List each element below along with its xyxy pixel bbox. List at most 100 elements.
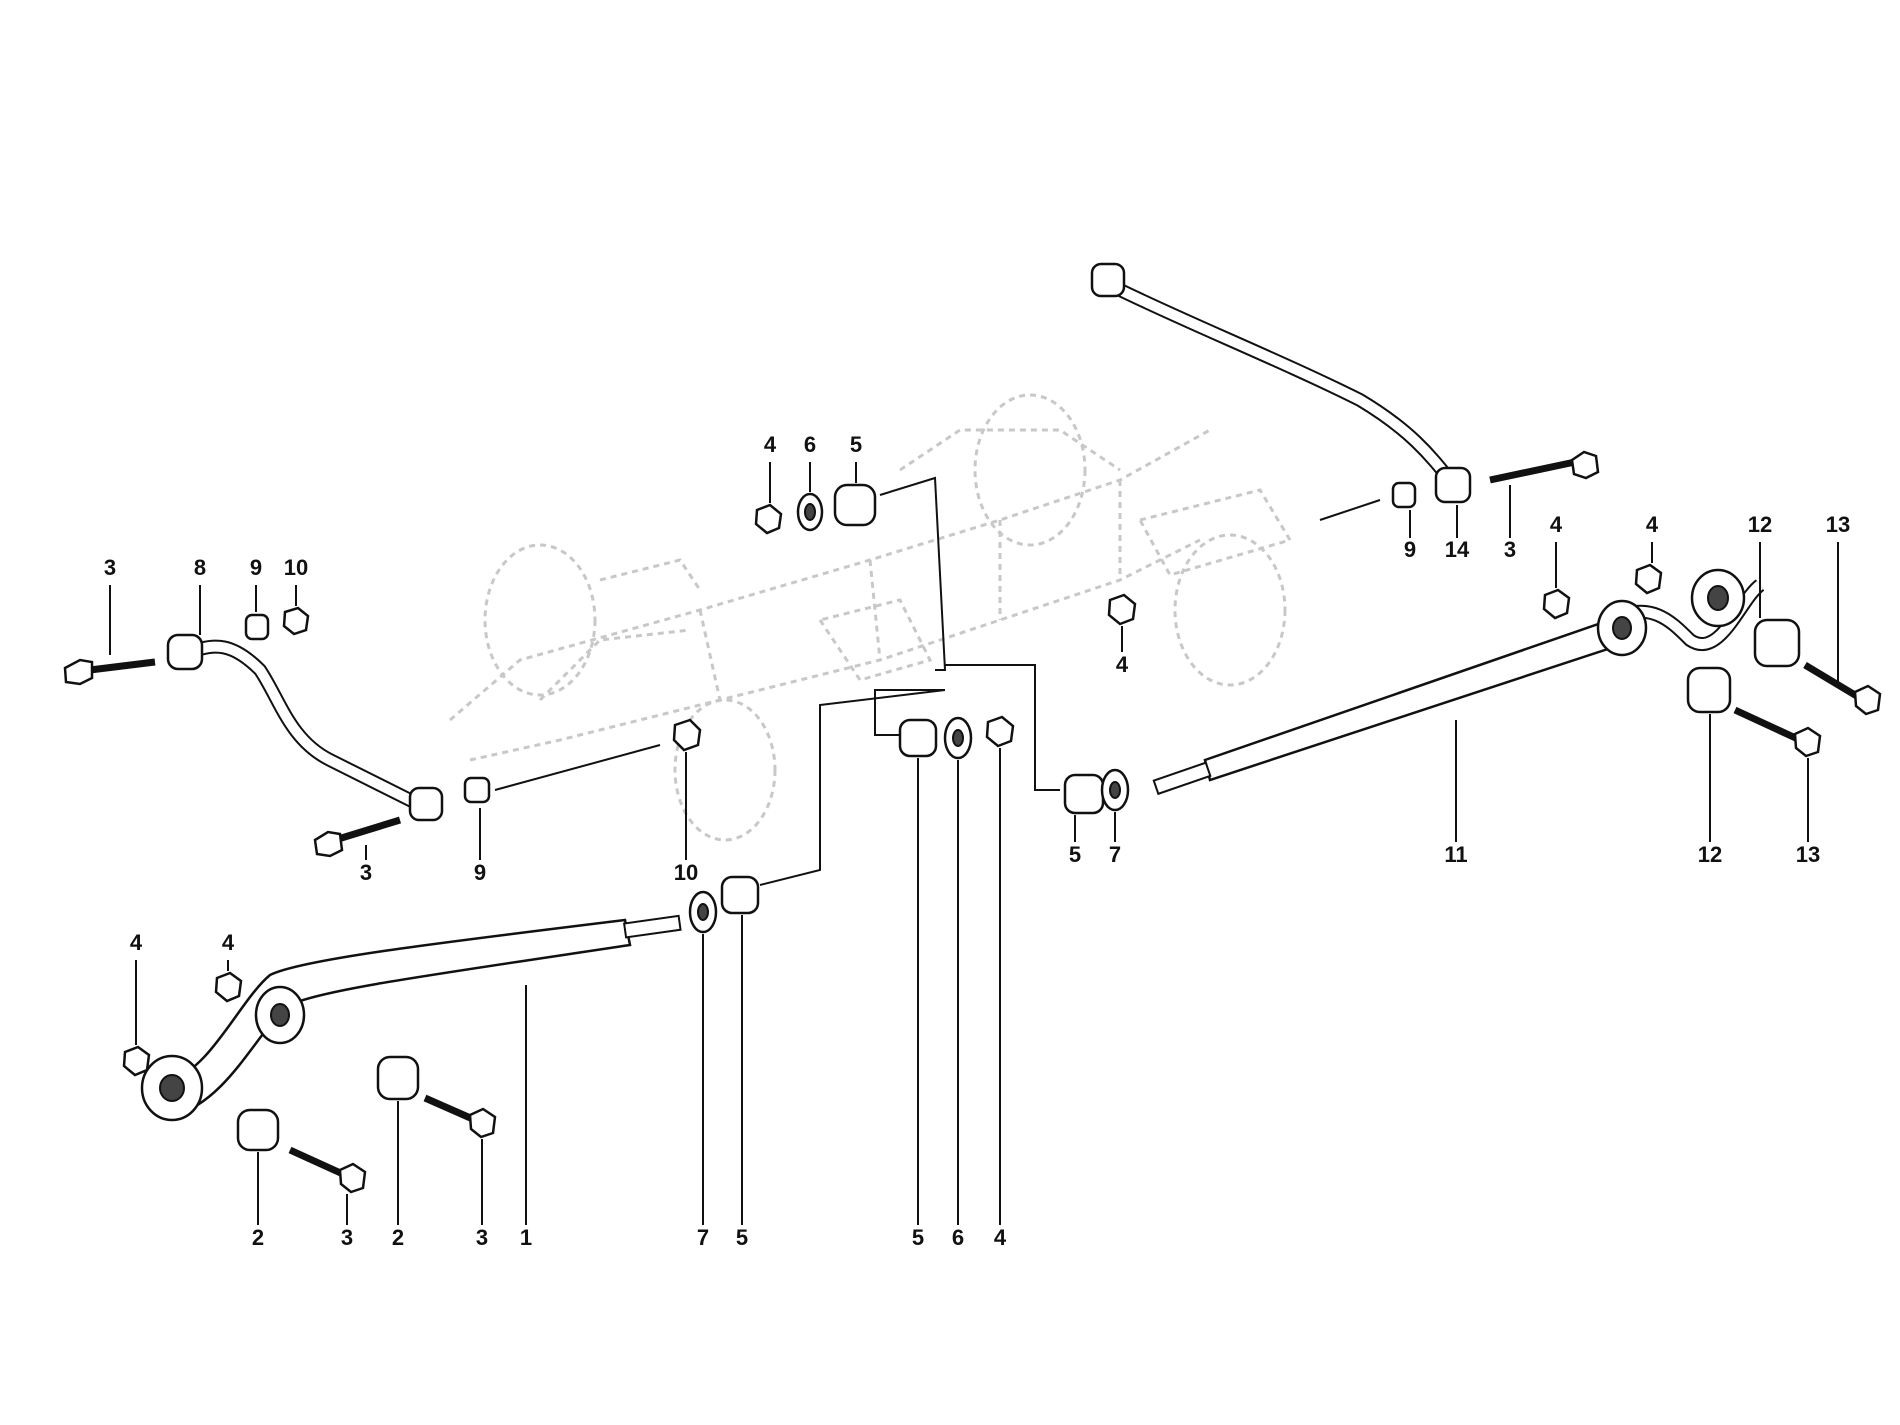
callout-4-center: 4 (994, 748, 1007, 1250)
bushing-5-right (1063, 773, 1105, 815)
svg-text:9: 9 (474, 860, 486, 885)
callout-1-rod: 1 (520, 985, 532, 1250)
callout-6-top-center: 6 (804, 432, 816, 492)
callout-9-bushing-top: 9 (250, 555, 262, 612)
svg-text:12: 12 (1698, 842, 1722, 867)
upper-link-right-part-14 (1090, 262, 1472, 504)
callout-9-right: 9 (1404, 510, 1416, 562)
callout-3-lower-left: 3 (341, 1194, 353, 1250)
svg-text:13: 13 (1826, 512, 1850, 537)
bolt-left-upper (63, 658, 156, 686)
svg-text:4: 4 (222, 930, 235, 955)
callout-9-bushing-mid: 9 (474, 808, 486, 885)
callout-11-rod: 11 (1444, 720, 1468, 867)
svg-text:1: 1 (520, 1225, 532, 1250)
svg-text:5: 5 (912, 1225, 924, 1250)
bushing-5-center (898, 718, 938, 758)
bushing-9-mid (463, 776, 491, 804)
callout-10-nut-mid: 10 (674, 752, 698, 885)
callout-3-lower-center: 3 (476, 1139, 488, 1250)
callout-2-center: 2 (392, 1101, 404, 1250)
svg-text:4: 4 (1550, 512, 1563, 537)
svg-text:7: 7 (1109, 842, 1121, 867)
nut-4-left-b (214, 971, 243, 1003)
bolt-left-lower (313, 816, 402, 858)
lower-link-right-part-11 (1152, 568, 1765, 796)
callout-5-right: 5 (1069, 815, 1081, 867)
callout-4-rod-11-b: 4 (1646, 512, 1659, 563)
callout-group: 3 8 9 10 3 9 10 4 6 5 9 14 3 4 4 12 13 4… (104, 432, 1850, 1250)
svg-text:2: 2 (392, 1225, 404, 1250)
svg-text:5: 5 (850, 432, 862, 457)
svg-text:4: 4 (994, 1225, 1007, 1250)
svg-text:10: 10 (284, 555, 308, 580)
nut-10-top (282, 606, 310, 636)
front-wheel-ghost-2 (673, 698, 777, 842)
upper-link-left-part-8 (166, 633, 444, 822)
callout-2-left: 2 (252, 1152, 264, 1250)
nut-4-rod-11-b (1634, 563, 1663, 595)
lower-link-left-part-1 (140, 914, 682, 1122)
svg-text:4: 4 (1116, 652, 1129, 677)
callout-5-left: 5 (736, 915, 748, 1250)
nut-4-center-right (1107, 593, 1137, 626)
callout-4-rod-11-a: 4 (1550, 512, 1563, 588)
svg-text:5: 5 (736, 1225, 748, 1250)
bolt-top-right (1489, 450, 1600, 484)
svg-text:7: 7 (697, 1225, 709, 1250)
svg-text:9: 9 (250, 555, 262, 580)
callout-4-left-a: 4 (130, 930, 143, 1045)
bolt-3-lower-center (423, 1094, 497, 1139)
callout-4-top-center: 4 (764, 432, 777, 503)
callout-4-left-b: 4 (222, 930, 235, 971)
svg-text:10: 10 (674, 860, 698, 885)
chassis-frame-ghost (449, 393, 1293, 842)
bushing-5-top-center (833, 483, 877, 527)
svg-text:14: 14 (1445, 537, 1470, 562)
svg-text:2: 2 (252, 1225, 264, 1250)
nut-4-left-a (122, 1045, 151, 1077)
svg-text:3: 3 (104, 555, 116, 580)
svg-text:4: 4 (764, 432, 777, 457)
rear-wheel-ghost-2 (1173, 533, 1287, 687)
svg-text:6: 6 (804, 432, 816, 457)
bushing-12-lower (1686, 666, 1732, 714)
svg-text:3: 3 (360, 860, 372, 885)
bolt-3-lower-left (288, 1146, 367, 1194)
front-wheel-ghost (483, 543, 597, 697)
nut-4-rod-11-a (1542, 588, 1571, 620)
svg-text:3: 3 (476, 1225, 488, 1250)
svg-text:3: 3 (1504, 537, 1516, 562)
svg-text:6: 6 (952, 1225, 964, 1250)
callout-6-center: 6 (952, 760, 964, 1250)
callout-12-lower: 12 (1698, 714, 1722, 867)
callout-12-upper: 12 (1748, 512, 1772, 618)
svg-text:4: 4 (130, 930, 143, 955)
callout-7-right: 7 (1109, 812, 1121, 867)
svg-text:5: 5 (1069, 842, 1081, 867)
svg-text:8: 8 (194, 555, 206, 580)
nut-4-top-center (754, 503, 783, 535)
svg-text:3: 3 (341, 1225, 353, 1250)
callout-14-right: 14 (1445, 505, 1470, 562)
svg-text:9: 9 (1404, 537, 1416, 562)
callout-3-lower-bolt: 3 (360, 845, 372, 885)
callout-8-upper-link: 8 (194, 555, 206, 635)
callout-3-left-bolt: 3 (104, 555, 116, 655)
svg-text:4: 4 (1646, 512, 1659, 537)
svg-text:13: 13 (1796, 842, 1820, 867)
bushing-2-center (376, 1055, 420, 1101)
bushing-2-left (236, 1108, 280, 1152)
nut-10-mid (672, 718, 702, 752)
callout-3-right: 3 (1504, 485, 1516, 562)
callout-7-left: 7 (697, 934, 709, 1250)
callout-10-nut-top: 10 (284, 555, 308, 606)
svg-text:11: 11 (1444, 842, 1467, 867)
bushing-9-top (244, 613, 270, 641)
rear-wheel-ghost (973, 393, 1087, 547)
callout-5-center: 5 (912, 758, 924, 1250)
bushing-5-left (720, 875, 760, 915)
bolt-13-lower (1733, 706, 1822, 758)
callout-5-top-center: 5 (850, 432, 862, 483)
